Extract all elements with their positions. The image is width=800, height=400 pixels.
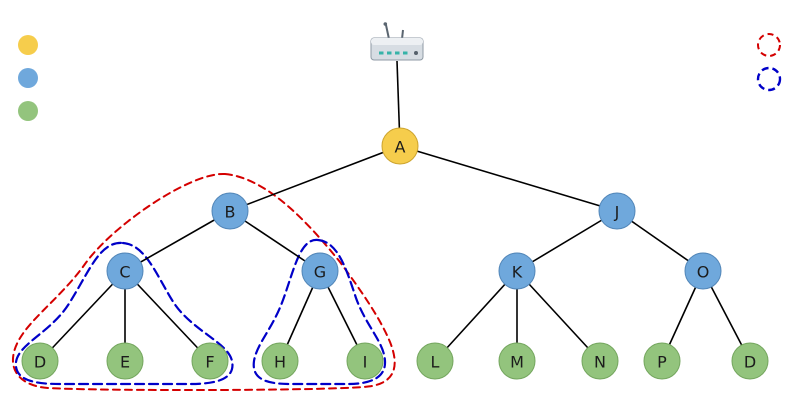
cluster-outline-red (11, 172, 396, 392)
node-label-P: P (657, 353, 667, 372)
node-label-H: H (274, 353, 286, 372)
node-L: L (416, 342, 454, 380)
legend-swatch-router-color (18, 68, 38, 88)
node-O: O (684, 252, 722, 290)
node-label-B: B (225, 203, 236, 222)
node-circle-G (301, 252, 339, 290)
node-label-D: D (34, 353, 46, 372)
node-label-O: O (697, 263, 710, 282)
edge-C-D (39, 270, 126, 362)
edge-J-K (516, 210, 618, 272)
node-label-E: E (120, 353, 130, 372)
edge-C-F (124, 270, 211, 362)
node-H: H (261, 342, 299, 380)
node-D: D (21, 342, 59, 380)
cluster-outline-blue-left (14, 241, 234, 386)
node-B: B (211, 192, 249, 230)
node-label-G: G (314, 263, 326, 282)
node-P: P (643, 342, 681, 380)
cluster-outline-blue-right (252, 238, 387, 386)
node-label-M: M (510, 353, 524, 372)
edge-A-J (399, 145, 618, 212)
router-icon (370, 22, 424, 61)
node-label-I: I (363, 353, 368, 372)
node-label-F: F (205, 353, 214, 372)
node-circle-K (498, 252, 536, 290)
node-G: G (301, 252, 339, 290)
node-circle-H (261, 342, 299, 380)
node-circle-D2 (731, 342, 769, 380)
legend-swatch-red-cluster (757, 33, 781, 57)
node-circle-N (581, 342, 619, 380)
node-label-D2: D (744, 353, 756, 372)
node-E: E (106, 342, 144, 380)
node-circle-J (598, 192, 636, 230)
node-circle-E (106, 342, 144, 380)
node-circle-D (21, 342, 59, 380)
edge-B-C (124, 210, 231, 272)
legend-swatch-root-color (18, 35, 38, 55)
node-N: N (581, 342, 619, 380)
legend-swatch-blue-cluster (756, 66, 782, 92)
node-K: K (498, 252, 536, 290)
node-D2: D (731, 342, 769, 380)
node-label-A: A (395, 138, 406, 157)
node-circle-C (106, 252, 144, 290)
node-label-J: J (614, 203, 620, 222)
node-I: I (346, 342, 384, 380)
node-label-N: N (594, 353, 606, 372)
node-label-L: L (431, 353, 440, 372)
node-label-C: C (119, 263, 130, 282)
node-circle-M (498, 342, 536, 380)
node-circle-I (346, 342, 384, 380)
node-circle-L (416, 342, 454, 380)
node-F: F (191, 342, 229, 380)
node-C: C (106, 252, 144, 290)
legend-swatch-leaf-color (18, 101, 38, 121)
node-circle-B (211, 192, 249, 230)
node-label-K: K (512, 263, 523, 282)
node-J: J (598, 192, 636, 230)
node-circle-O (684, 252, 722, 290)
edge-K-L (434, 270, 518, 362)
node-M: M (498, 342, 536, 380)
node-circle-F (191, 342, 229, 380)
node-circle-A (381, 127, 419, 165)
edge-A-B (229, 145, 401, 212)
node-A: A (381, 127, 419, 165)
edge-K-N (516, 270, 601, 362)
node-circle-P (643, 342, 681, 380)
